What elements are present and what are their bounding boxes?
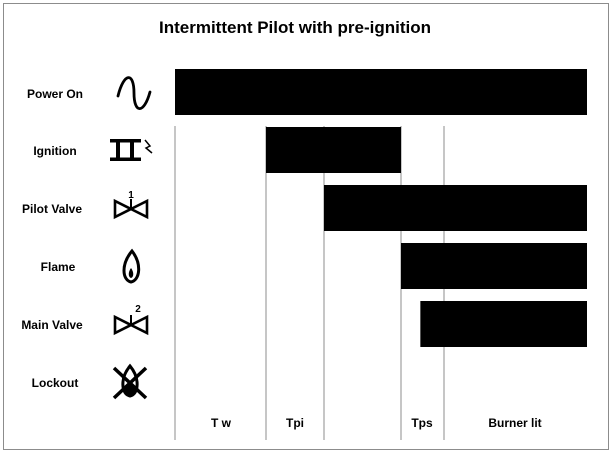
main-valve-icon-number: 2 xyxy=(135,304,141,315)
timing-bars xyxy=(175,69,587,347)
phase-labels: T w Tpi Tps Burner lit xyxy=(211,416,542,430)
timing-bar-main-valve xyxy=(420,301,587,347)
ac-sine-icon xyxy=(116,76,152,111)
phase-label-tw: T w xyxy=(211,416,232,430)
row-label-power-on: Power On xyxy=(27,87,83,101)
timing-bar-ignition xyxy=(266,127,401,173)
row-label-main-valve: Main Valve xyxy=(21,318,83,332)
pilot-valve-icon: 1 xyxy=(113,190,149,220)
row-label-pilot-valve: Pilot Valve xyxy=(22,202,82,216)
flame-icon xyxy=(122,248,141,284)
timing-bar-flame xyxy=(401,243,587,289)
lockout-icon xyxy=(112,363,148,400)
row-labels: Power On Ignition Pilot Valve Flame Main… xyxy=(21,87,83,390)
timing-bar-power-on xyxy=(175,69,587,115)
row-label-lockout: Lockout xyxy=(32,376,79,390)
row-label-flame: Flame xyxy=(41,260,76,274)
timing-bar-pilot-valve xyxy=(324,185,587,231)
phase-label-burner-lit: Burner lit xyxy=(488,416,541,430)
pilot-valve-icon-number: 1 xyxy=(128,190,134,201)
main-valve-icon: 2 xyxy=(113,304,149,336)
phase-label-tpi: Tpi xyxy=(286,416,304,430)
row-label-ignition: Ignition xyxy=(33,144,76,158)
diagram-title: Intermittent Pilot with pre-ignition xyxy=(159,18,431,37)
ignition-spark-icon xyxy=(110,139,153,161)
phase-dividers xyxy=(174,126,445,440)
phase-label-tps: Tps xyxy=(411,416,433,430)
